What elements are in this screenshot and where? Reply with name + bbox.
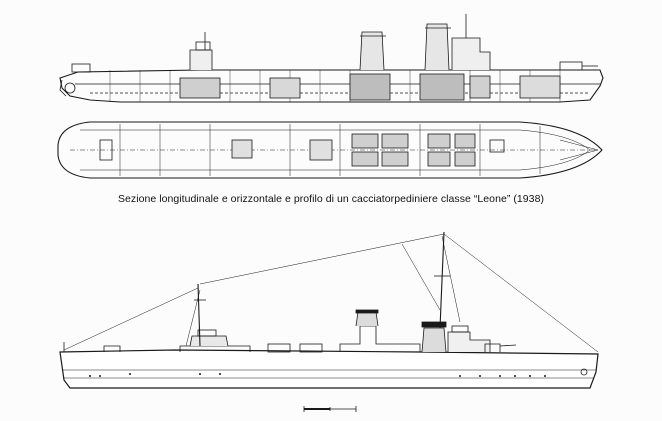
- aft-deckhouse: [189, 49, 213, 70]
- bow-lines: [559, 139, 599, 161]
- anchor: [580, 368, 588, 376]
- turbine-aft: [231, 139, 253, 159]
- bridge-profile: [447, 331, 491, 352]
- portholes: [89, 373, 546, 377]
- aft-searchlight: [195, 41, 211, 51]
- forward-funnel-profile: [421, 327, 447, 353]
- forward-hatch: [489, 139, 505, 153]
- frames: [109, 70, 561, 102]
- turbine-fwd: [309, 139, 333, 161]
- forward-compartments: [519, 75, 561, 99]
- propeller: [64, 82, 76, 94]
- torpedo-tubes-fwd: [299, 343, 323, 353]
- forward-gun-house: [484, 343, 501, 352]
- mainmast: [197, 283, 201, 347]
- aft-funnel: [359, 31, 385, 71]
- forward-gun: [559, 61, 583, 71]
- figure-caption: Sezione longitudinale e orizzontale e pr…: [117, 193, 545, 205]
- boiler-7: [454, 133, 476, 149]
- bridge-top: [451, 325, 469, 333]
- midship-deckhouse: [339, 325, 421, 352]
- plan-hull-outline: [57, 121, 603, 179]
- stern-gun-profile: [103, 345, 121, 352]
- longitudinal-section: [59, 14, 604, 103]
- aft-funnel-band: [355, 309, 379, 314]
- forward-gun-barrel-profile: [499, 344, 517, 347]
- plan-bulkheads: [119, 124, 541, 176]
- torpedo-tubes-aft: [267, 343, 291, 353]
- aft-hatch: [99, 139, 113, 161]
- boiler-3: [381, 133, 409, 149]
- boiler-5: [427, 133, 451, 149]
- boiler-8: [454, 151, 476, 167]
- auxiliary-room: [469, 75, 491, 99]
- external-profile: [59, 231, 599, 389]
- foremast: [439, 231, 445, 329]
- boiler-1: [351, 133, 379, 149]
- engine-room-mid: [269, 77, 301, 99]
- stern-rudder: [59, 79, 67, 97]
- aft-rangefinder: [197, 329, 217, 337]
- stern-gun: [71, 63, 91, 73]
- boiler-4: [381, 151, 409, 167]
- inner-deck-line: [80, 129, 591, 171]
- forward-funnel: [424, 23, 450, 71]
- aft-funnel-profile: [355, 311, 379, 327]
- boiler-6: [427, 151, 451, 167]
- forward-funnel-cap-profile: [421, 321, 447, 328]
- engine-room-aft: [179, 77, 221, 99]
- scale-bar: [303, 406, 357, 412]
- boiler-room-aft: [349, 73, 391, 101]
- rigging: [63, 233, 599, 353]
- horizontal-section: [57, 121, 603, 179]
- aft-gun-house: [189, 335, 229, 347]
- boiler-2: [351, 151, 379, 167]
- profile-hull: [59, 349, 599, 389]
- boiler-room-fwd: [419, 73, 465, 101]
- bridge-superstructure: [451, 37, 491, 70]
